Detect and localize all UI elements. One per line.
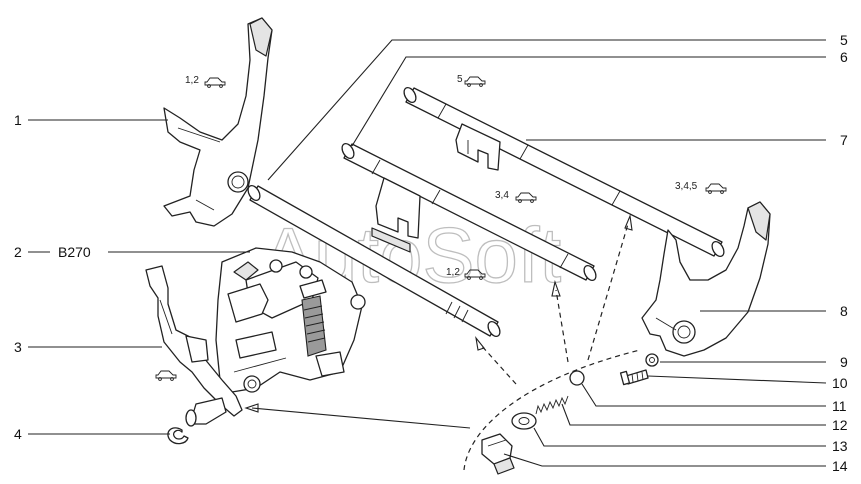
callout-11: 11 (832, 398, 847, 414)
callout-10: 10 (832, 375, 848, 391)
callout-12: 12 (832, 417, 848, 433)
tag-rail-1-2: 1,2 (446, 267, 460, 278)
car-icon (155, 370, 177, 381)
leader-lines (28, 39, 827, 467)
callout-labels-right: 5 6 7 8 9 10 11 12 13 14 (832, 32, 848, 474)
callout-13: 13 (832, 438, 848, 454)
sealing-washer (511, 412, 537, 430)
circlip (167, 427, 189, 445)
callout-1: 1 (14, 112, 22, 128)
tag-rail-5: 5 (457, 74, 463, 85)
callout-5: 5 (840, 32, 848, 48)
callout-14: 14 (832, 458, 848, 474)
car-icon (464, 76, 486, 87)
callout-3: 3 (14, 339, 22, 355)
callout-labels-left: 1 2 B270 3 4 (14, 112, 91, 442)
car-icon (464, 269, 486, 280)
detent-ball (569, 370, 585, 386)
lock-washer (645, 353, 659, 367)
shift-rail-3-4 (341, 142, 597, 282)
car-icon (204, 77, 226, 88)
callout-8: 8 (840, 303, 848, 319)
shift-rail-1-2 (247, 184, 501, 338)
tag-fork-3-4-5: 3,4,5 (675, 181, 698, 192)
gear-tags: 1,2 5 3,4 3,4,5 1,2 (185, 74, 698, 278)
shift-fork-1-2 (163, 17, 273, 227)
tag-fork-1-2: 1,2 (185, 75, 199, 86)
car-icon (705, 183, 727, 194)
bolt (619, 369, 649, 386)
selector-lever (145, 265, 243, 427)
callout-9: 9 (840, 354, 848, 370)
shift-fork-3-4-5 (641, 201, 771, 357)
assembly-guides (244, 213, 641, 471)
plug-screw (481, 433, 515, 475)
car-icon (515, 192, 537, 203)
selector-housing (215, 247, 366, 393)
shift-rail-5 (403, 86, 725, 258)
detent-spring (535, 395, 569, 415)
callout-6: 6 (840, 49, 848, 65)
callout-7: 7 (840, 132, 848, 148)
callout-4: 4 (14, 426, 22, 442)
tag-rail-3-4: 3,4 (495, 190, 509, 201)
callout-2: 2 (14, 244, 22, 260)
callout-code: B270 (58, 244, 91, 260)
